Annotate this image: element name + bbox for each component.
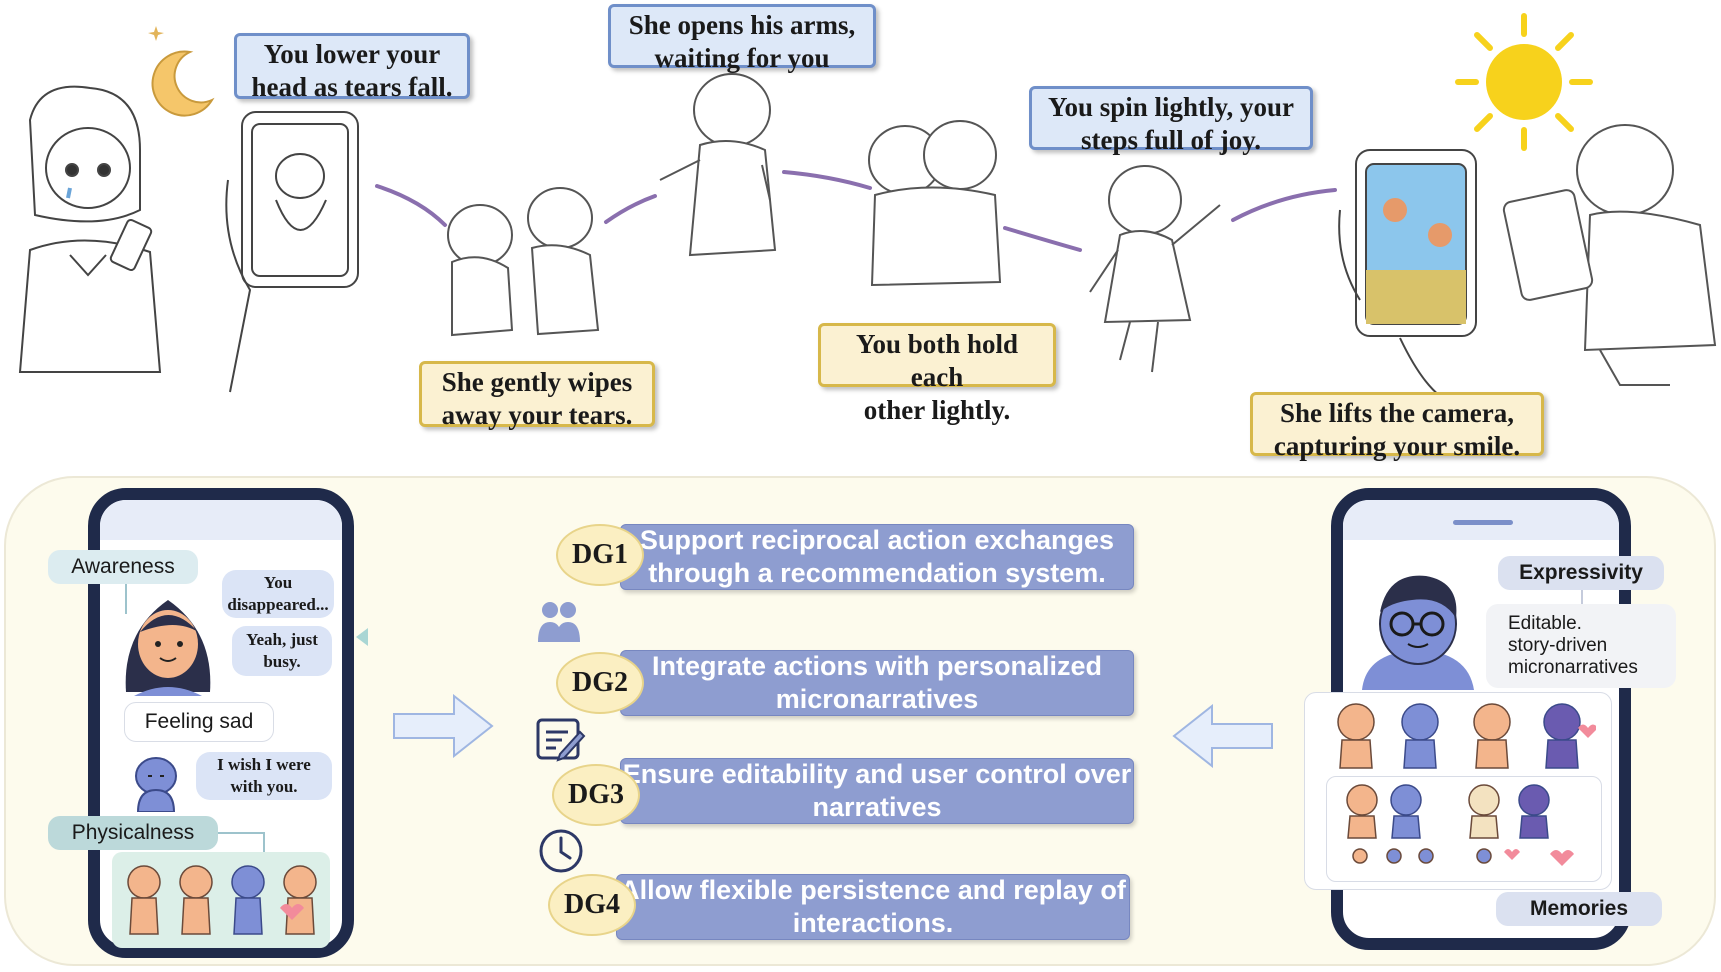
physicalness-label: Physicalness [48, 816, 218, 850]
expressivity-label: Expressivity [1498, 556, 1664, 590]
chat-bubble-busy: Yeah, just busy. [232, 626, 332, 676]
awareness-label: Awareness [48, 550, 198, 584]
dg2-bar: Integrate actions with personalized micr… [620, 650, 1134, 716]
figure-palette-row-2 [1346, 784, 1574, 866]
story-connectors [375, 170, 1337, 252]
dg1-badge: DG1 [556, 524, 644, 586]
caption-lower-head: You lower your head as tears fall. [234, 33, 470, 102]
hugging-figures [868, 120, 1002, 287]
phone-sketch-1 [225, 111, 359, 393]
memories-label: Memories [1496, 892, 1662, 926]
dg3-bar: Ensure editability and user control over… [620, 758, 1134, 824]
collapse-arrow-icon[interactable] [356, 628, 368, 646]
caption-spin-lightly: You spin lightly, your steps full of joy… [1029, 86, 1313, 155]
sun-icon [1455, 13, 1593, 151]
awareness-connector [125, 584, 127, 614]
dg2-badge: DG2 [556, 652, 644, 714]
star-icon [148, 26, 164, 41]
dg4-bar: Allow flexible persistence and replay of… [616, 874, 1130, 940]
left-arrow-icon [1172, 704, 1273, 768]
chat-bubble-disappeared: You disappeared... [222, 570, 334, 618]
dg1-bar: Support reciprocal action exchanges thro… [620, 524, 1134, 590]
dg4-badge: DG4 [548, 874, 636, 936]
camera-girl-figure [1502, 124, 1717, 386]
physicalness-connector-v [263, 832, 265, 854]
expressivity-connector [1581, 590, 1583, 606]
editable-micronarratives-note: Editable. story-driven micronarratives [1486, 604, 1676, 688]
people-icon [538, 602, 580, 642]
sad-blue-figure-icon [135, 757, 177, 812]
woman-avatar [125, 600, 211, 696]
edit-note-icon [536, 718, 586, 762]
man-with-glasses-avatar [1362, 575, 1474, 690]
chat-bubble-wish: I wish I were with you. [196, 752, 332, 800]
open-arms-figure [659, 73, 777, 257]
action-figures-row [127, 865, 317, 935]
caption-wipes-tears: She gently wipes away your tears. [419, 361, 655, 430]
spinning-girl-figure [1089, 165, 1221, 373]
phone-notch [1453, 520, 1513, 525]
sad-girl-figure [18, 85, 162, 373]
clock-icon [539, 829, 583, 873]
caption-lifts-camera: She lifts the camera, capturing your smi… [1250, 392, 1544, 461]
phone-photo [1338, 149, 1477, 397]
wiping-tears-figures [447, 187, 600, 337]
physicalness-connector [218, 832, 264, 834]
figure-palette-row-1 [1337, 703, 1596, 769]
feeling-sad-label: Feeling sad [124, 702, 274, 742]
caption-hold-each-other: You both hold each other lightly. [818, 323, 1056, 425]
story-illustration [18, 13, 1717, 397]
moon-icon [151, 50, 215, 117]
right-arrow-icon [393, 694, 494, 758]
caption-opens-arms: She opens his arms, waiting for you [608, 4, 876, 73]
dg3-badge: DG3 [552, 764, 640, 826]
phone-header-band [100, 500, 342, 540]
